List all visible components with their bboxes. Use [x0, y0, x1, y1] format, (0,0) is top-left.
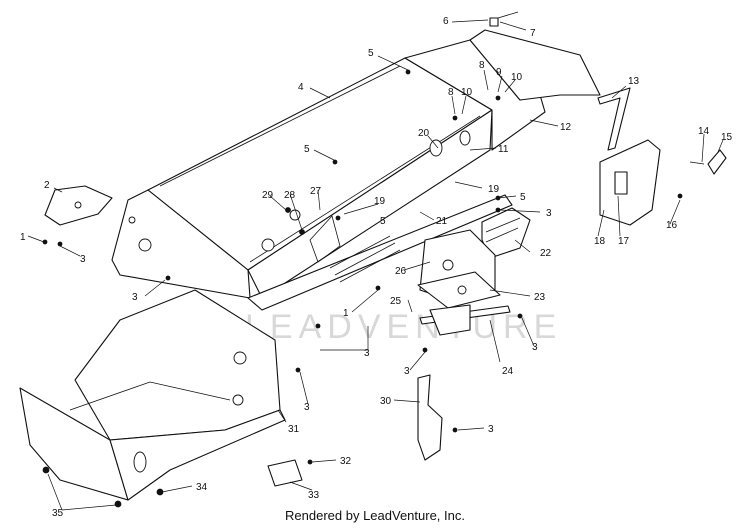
callout-5a: 5	[368, 48, 374, 59]
lower-bracket	[417, 374, 443, 461]
callout-13: 13	[628, 76, 640, 87]
tunnel-hood	[111, 57, 493, 299]
bracket-block	[481, 207, 531, 259]
plate	[267, 459, 303, 487]
footer-credit: Rendered by LeadVenture, Inc.	[285, 508, 465, 523]
crossbar	[419, 304, 511, 336]
callout-3g: 3	[304, 402, 310, 413]
callout-30: 30	[380, 396, 392, 407]
callout-3b: 3	[546, 208, 552, 219]
lower-chassis	[19, 289, 286, 501]
callout-28: 28	[284, 190, 296, 201]
callout-33: 33	[308, 490, 320, 501]
callout-35: 35	[52, 508, 64, 519]
callout-24: 24	[502, 366, 514, 377]
callout-3d: 3	[364, 348, 370, 359]
callout-8b: 8	[448, 87, 454, 98]
callout-25: 25	[390, 296, 402, 307]
callout-29: 29	[262, 190, 274, 201]
callout-15: 15	[721, 132, 733, 143]
rear-bracket-assembly	[597, 87, 727, 226]
callout-5d: 5	[380, 216, 386, 227]
callout-10a: 10	[511, 72, 523, 83]
callout-3a: 3	[80, 254, 86, 265]
callout-3h: 3	[488, 424, 494, 435]
callout-18: 18	[594, 236, 606, 247]
callout-8a: 8	[479, 60, 485, 71]
callout-19b: 19	[374, 196, 386, 207]
callout-21: 21	[436, 216, 448, 227]
small-bracket	[44, 185, 113, 226]
top-hardware	[489, 11, 519, 27]
callout-34: 34	[196, 482, 208, 493]
callout-27: 27	[310, 186, 322, 197]
support-frame	[417, 229, 501, 309]
callout-3e: 3	[404, 366, 410, 377]
fasteners	[42, 69, 523, 508]
callout-9: 9	[496, 67, 502, 78]
callout-7: 7	[530, 28, 536, 39]
callout-4: 4	[298, 82, 304, 93]
callout-5c: 5	[520, 192, 526, 203]
callout-26: 26	[395, 266, 407, 277]
callout-1b: 1	[343, 308, 349, 319]
tunnel-rail	[247, 194, 513, 311]
callout-22: 22	[540, 248, 552, 259]
watermark-text: LEADVENTURE	[245, 308, 562, 346]
callout-23: 23	[534, 292, 546, 303]
rear-tunnel	[404, 29, 601, 151]
callout-3c: 3	[132, 292, 138, 303]
callouts: 1 2 3 4 5 5 6 7 8 9 10 8 10 11 12 13 14 …	[20, 16, 733, 519]
callout-10b: 10	[461, 87, 473, 98]
callout-31: 31	[288, 424, 300, 435]
callout-16: 16	[666, 220, 678, 231]
callout-17: 17	[618, 236, 630, 247]
callout-1a: 1	[20, 232, 26, 243]
leader-lines	[27, 19, 724, 511]
callout-32: 32	[340, 456, 352, 467]
callout-3f: 3	[532, 342, 538, 353]
callout-5b: 5	[304, 144, 310, 155]
callout-11: 11	[498, 144, 509, 155]
callout-20: 20	[418, 128, 430, 139]
callout-2: 2	[44, 180, 50, 191]
callout-14: 14	[698, 126, 710, 137]
callout-19a: 19	[488, 184, 500, 195]
callout-6: 6	[443, 16, 449, 27]
callout-12: 12	[560, 122, 572, 133]
